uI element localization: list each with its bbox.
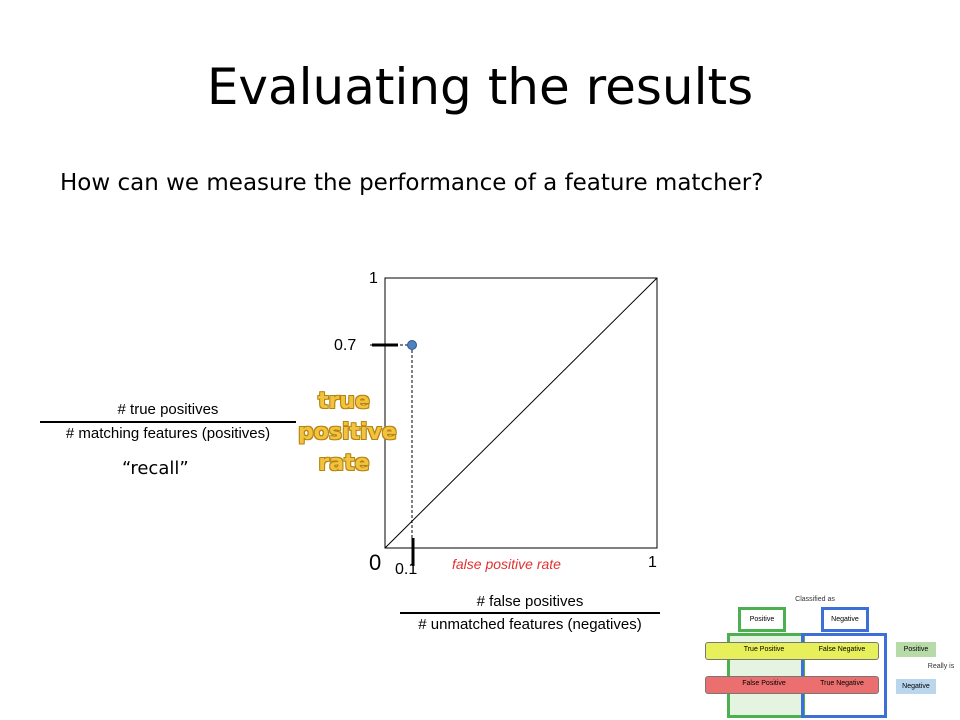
confusion-diagram: Classified as Positive Negative True Pos… [700,590,960,718]
y-axis-top-label: 1 [369,270,378,287]
cell-true-negative: True Negative [820,680,864,687]
fpr-fraction-bar [400,612,660,614]
roc-plot-frame [384,277,658,549]
classified-as-label: Classified as [795,596,835,603]
cell-false-negative: False Negative [818,646,866,653]
row-header-negative: Negative [896,679,936,694]
slide-title: Evaluating the results [206,58,754,116]
recall-alias: “recall” [122,458,189,479]
chance-diagonal [384,277,658,549]
y-axis-caption-line: true [318,389,370,414]
tpr-denominator: # matching features (positives) [65,425,271,442]
negative-row-bar [705,676,879,694]
negative-column-outline [801,633,887,718]
slide-subtitle: How can we measure the performance of a … [60,170,764,196]
fpr-denominator: # unmatched features (negatives) [418,616,642,633]
fpr-numerator: # false positives [476,593,584,610]
really-is-label: Really is [927,663,955,670]
point-fpr-label: 0.1 [395,561,418,578]
cell-false-positive: False Positive [742,680,786,687]
tpr-numerator: # true positives [117,401,219,418]
tpr-fraction-bar [40,421,296,423]
cell-true-positive: True Positive [743,646,785,653]
col-header-negative: Negative [821,607,869,632]
origin-label: 0 [369,550,382,575]
positive-row-bar [705,642,879,660]
y-axis-caption-line: positive [298,420,397,445]
y-axis-caption-line: rate [318,451,370,476]
y-axis-caption: true positive rate [298,386,397,479]
operating-point [407,340,417,350]
row-header-positive: Positive [896,642,936,657]
x-axis-right-label: 1 [648,554,657,571]
x-axis-caption: false positive rate [452,556,561,572]
point-tpr-label: 0.7 [334,337,357,354]
col-header-positive: Positive [738,607,786,632]
